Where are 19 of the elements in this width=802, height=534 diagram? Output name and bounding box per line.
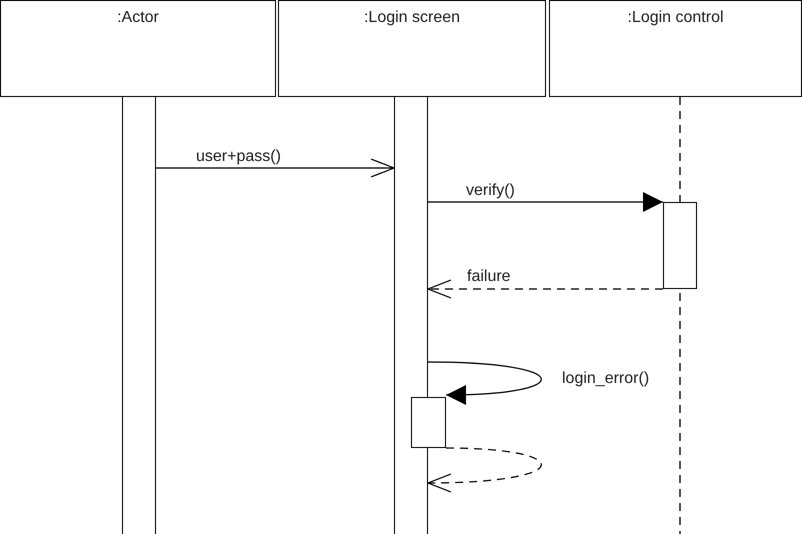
message-label: user+pass()	[196, 148, 281, 166]
object-box	[549, 0, 802, 97]
message-label: login_error()	[562, 370, 650, 388]
return-arrow	[427, 447, 542, 492]
message-label: verify()	[466, 182, 515, 200]
activation-bar	[663, 202, 697, 289]
object-box	[278, 0, 546, 97]
message-arrow	[156, 158, 395, 178]
object-name: :Login control	[627, 9, 724, 27]
message-arrow	[428, 192, 663, 212]
activation-bar	[122, 96, 156, 534]
activation-bar	[394, 96, 428, 534]
return-arrow	[427, 279, 663, 299]
object-name: :Login screen	[364, 9, 460, 27]
object-box	[0, 0, 276, 97]
message-label: failure	[467, 268, 511, 286]
message-arrow	[428, 361, 542, 405]
activation-bar	[411, 397, 446, 448]
object-name: :Actor	[117, 9, 159, 27]
